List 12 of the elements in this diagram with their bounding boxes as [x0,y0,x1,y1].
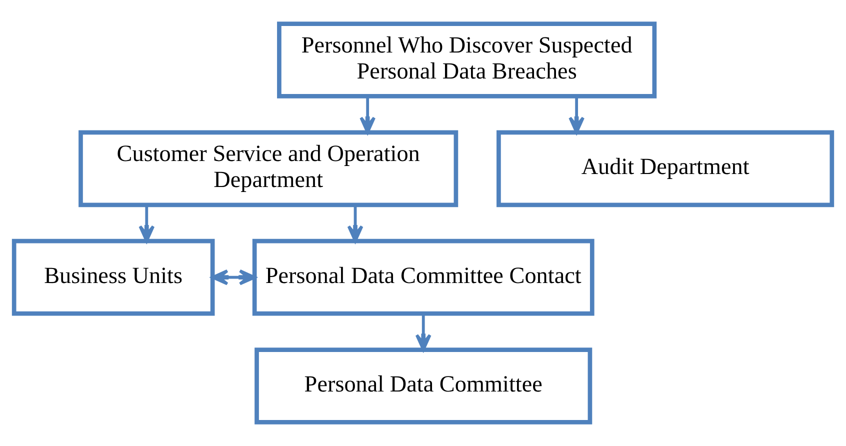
arrow [138,205,155,242]
node-box: Personnel Who Discover Suspected Personal Data Breaches [277,22,657,98]
arrow [415,314,432,352]
arrow [347,205,364,242]
arrow [211,269,256,286]
arrow [360,96,376,134]
arrow [568,96,585,134]
node-box: Business Units [12,238,215,316]
node-box: Audit Department [496,130,834,208]
node-box: Personal Data Committee Contact [252,238,594,316]
node-box: Personal Data Committee [254,348,592,424]
node-box: Customer Service and Operation Department [78,130,458,208]
